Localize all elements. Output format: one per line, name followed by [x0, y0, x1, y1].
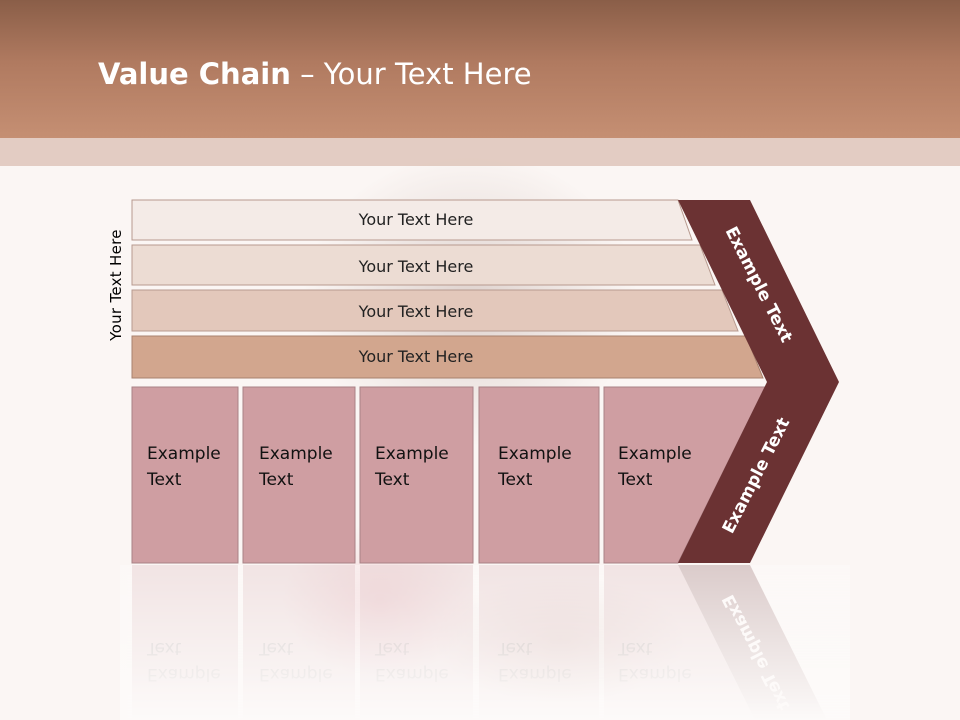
support-activities: Your Text Here Your Text Here Your Text … — [131, 199, 764, 379]
primary-cell-5-line2: Text — [617, 470, 653, 490]
primary-cell-1: Example Text — [131, 386, 239, 564]
title-bar-strip — [0, 138, 960, 166]
slide-title-rest: – Your Text Here — [290, 57, 532, 91]
support-band-2-label: Your Text Here — [358, 257, 474, 276]
margin-chevron-shape — [678, 200, 839, 563]
support-band-3-label: Your Text Here — [358, 302, 474, 321]
title-bar — [0, 0, 960, 138]
primary-activities: Example Text Example Text Example Text E… — [131, 386, 766, 564]
primary-cell-1-line1: Example — [147, 444, 221, 464]
primary-cell-2-box — [242, 386, 356, 564]
slide-title-bold: Value Chain — [98, 57, 291, 91]
primary-cell-2: Example Text — [242, 386, 356, 564]
primary-cell-3-box — [359, 386, 474, 564]
primary-cell-1-line2: Text — [146, 470, 182, 490]
primary-cell-3-line2: Text — [374, 470, 410, 490]
primary-cell-4-box — [478, 386, 600, 564]
primary-cell-2-line1: Example — [259, 444, 333, 464]
slide-title: Value Chain – Your Text Here — [98, 52, 532, 96]
primary-cell-1-box — [131, 386, 239, 564]
primary-cell-5-line1: Example — [618, 444, 692, 464]
support-band-1: Your Text Here — [131, 199, 693, 241]
primary-cell-4: Example Text — [478, 386, 600, 564]
support-band-3: Your Text Here — [131, 289, 739, 332]
primary-cell-4-line2: Text — [497, 470, 533, 490]
support-band-2-shape — [131, 244, 716, 286]
primary-cell-3-line1: Example — [375, 444, 449, 464]
support-band-1-label: Your Text Here — [358, 210, 474, 229]
support-band-4-shape — [131, 335, 764, 379]
support-band-1-shape — [131, 199, 693, 241]
primary-cell-4-line1: Example — [498, 444, 572, 464]
support-band-3-shape — [131, 289, 739, 332]
primary-cell-2-line2: Text — [258, 470, 294, 490]
support-band-2: Your Text Here — [131, 244, 716, 286]
primary-cell-5: Example Text — [603, 386, 766, 564]
support-band-4-label: Your Text Here — [358, 347, 474, 366]
primary-cell-3: Example Text — [359, 386, 474, 564]
diagram-reflection: Example Text Example Text Example Text E… — [120, 565, 850, 720]
support-band-4: Your Text Here — [131, 335, 764, 379]
reflection-fade — [120, 565, 850, 720]
